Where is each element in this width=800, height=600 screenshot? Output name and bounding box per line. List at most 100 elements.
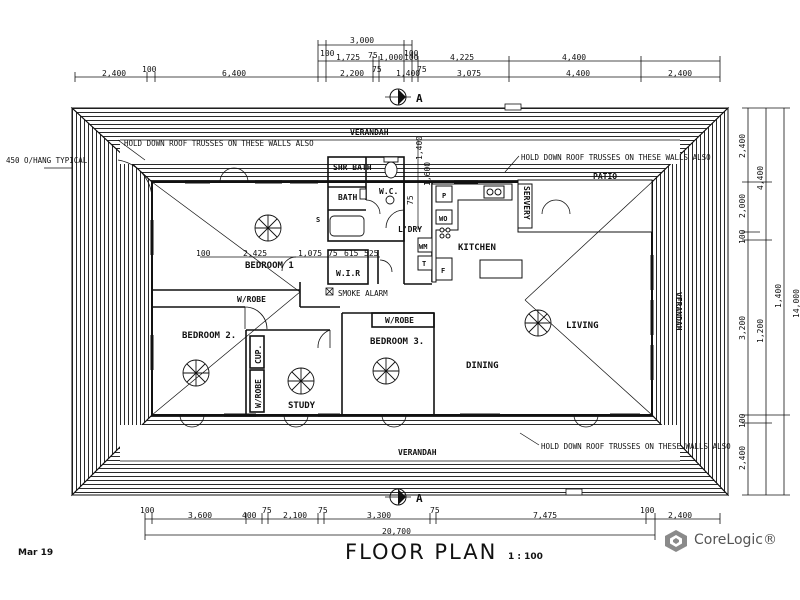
dim-top-low-1: 2,400 [102,69,126,78]
dim-top-low-3: 6,400 [222,69,246,78]
room-verandah-bottom: VERANDAH [398,448,437,457]
brand-name: CoreLogic® [694,532,777,548]
ceiling-fan-living [524,309,552,337]
dim-right-mid-3: 1,400 [774,284,783,308]
dim-bottom-11: 2,400 [668,511,692,520]
note-hold-down-top-right: HOLD DOWN ROOF TRUSSES ON THESE WALLS AL… [521,153,711,162]
ceiling-fans [182,214,552,395]
dim-right-inner-4: 3,200 [738,316,747,340]
dim-bottom-8: 75 [430,506,440,515]
dim-top-upper-2: 3,000 [350,36,374,45]
wet-area-fixtures [329,156,399,237]
dim-bed1-left: 100 [196,249,211,258]
dim-bottom-2: 3,600 [188,511,212,520]
room-wrobe-1: W/ROBE [237,295,266,304]
section-marker-top: A [385,88,423,106]
dim-top-upper-1: 100 [320,49,335,58]
smoke-alarm-symbol [325,287,334,296]
windows [150,180,654,417]
dim-top-low-9: 4,400 [566,69,590,78]
dim-top-mid-6: 4,400 [562,53,586,62]
room-kitchen: KITCHEN [458,243,496,253]
room-bath: BATH [338,193,357,202]
dim-top-low-6: 1,400 [396,69,420,78]
dim-right-mid-1: 4,400 [756,166,765,190]
dim-bottom-10: 100 [640,506,655,515]
room-ldry: L'DRY [398,225,422,234]
fixture-washing-machine: WM [419,243,427,251]
dim-right-inner-6: 2,400 [738,446,747,470]
room-study: STUDY [288,401,316,411]
room-bedroom3: BEDROOM 3. [370,337,424,347]
dim-right-inner-3: 100 [738,229,747,244]
scale-label: 1 : 100 [508,552,543,562]
right-dimensions [742,107,790,496]
room-living: LIVING [566,321,599,331]
room-labels: VERANDAH VERANDAH VERANDAH PATIO SERVERY… [182,128,683,457]
room-verandah-right: VERANDAH [674,292,683,331]
dim-right-mid-2: 1,200 [756,319,765,343]
dim-top-low-4: 2,200 [340,69,364,78]
room-patio: PATIO [593,172,617,181]
dim-top-low-2: 100 [142,65,157,74]
dim-bottom-4: 75 [262,506,272,515]
note-hold-down-bottom: HOLD DOWN ROOF TRUSSES ON THESE WALLS AL… [541,442,731,451]
date-stamp: Mar 19 [18,548,54,558]
room-bedroom2: BEDROOM 2. [182,331,236,341]
room-dining: DINING [466,361,499,371]
room-servery: SERVERY [522,186,531,220]
room-wrobe-study: W/ROBE [254,379,263,408]
room-cupboard: CUP. [254,345,263,364]
bottom-dimension-texts: 100 3,600 400 75 2,100 75 3,300 75 7,475… [140,506,692,536]
dim-wir-a: 1,075 [298,249,322,258]
dim-top-low-7: 75 [417,65,427,74]
page-title: FLOOR PLAN [345,540,498,564]
ceiling-fan-bedroom2 [182,359,210,387]
kitchen-joinery [417,183,533,283]
notes: HOLD DOWN ROOF TRUSSES ON THESE WALLS AL… [6,139,731,451]
inner-dimension-texts: 100 2,425 1,075 75 615 525 75 1,600 1,40… [196,136,432,258]
room-wir: W.I.R [336,269,360,278]
dim-top-low-8: 3,075 [457,69,481,78]
dim-wir-b: 75 [328,249,338,258]
room-bedroom1: BEDROOM 1 [245,261,294,271]
dim-bed1-width: 2,425 [243,249,267,258]
fixture-fridge: F [441,267,445,275]
corelogic-logo-icon [665,530,687,552]
ceiling-fan-bedroom1 [254,214,282,242]
section-marker-bottom: A [385,488,423,506]
patio-area [517,179,653,233]
fixture-pantry: P [442,192,446,200]
brand-logo: CoreLogic® [664,528,784,554]
inner-dimensions [200,140,419,258]
dim-top-mid-5: 4,225 [450,53,474,62]
room-wc: W.C. [379,187,398,196]
dim-wir-d: 525 [364,249,379,258]
dim-top-mid-1: 1,725 [336,53,360,62]
dim-ldry-a: 75 [406,195,415,205]
roof-hip-lines [151,181,653,416]
fixture-hall-s: S [316,216,320,224]
fixture-wall-oven: WO [439,215,447,223]
note-leaders [44,139,540,446]
dim-top-upper-3: 100 [404,49,419,58]
dim-ldry-b: 1,600 [423,162,432,186]
dim-right-inner-2: 2,000 [738,194,747,218]
right-dimension-texts: 2,400 2,000 100 3,200 100 2,400 4,400 1,… [738,134,800,470]
dim-top-mid-3: 1,000 [379,53,403,62]
top-dimension-texts: 100 3,000 100 1,725 75 1,000 100 4,225 4… [102,36,692,78]
top-dimensions [74,40,721,82]
dim-bottom-3: 400 [242,511,257,520]
dim-bottom-5: 2,100 [283,511,307,520]
dim-bottom-total: 20,700 [382,527,411,536]
dim-right-inner-1: 2,400 [738,134,747,158]
ceiling-fan-bedroom3 [372,357,400,385]
dim-top-mid-2: 75 [368,51,378,60]
dim-top-low-5: 75 [372,65,382,74]
door-swings [117,159,599,428]
dim-top-low-10: 2,400 [668,69,692,78]
dim-bottom-1: 100 [140,506,155,515]
dim-top-mid-4: 100 [404,53,419,62]
bottom-dimensions [144,513,721,540]
